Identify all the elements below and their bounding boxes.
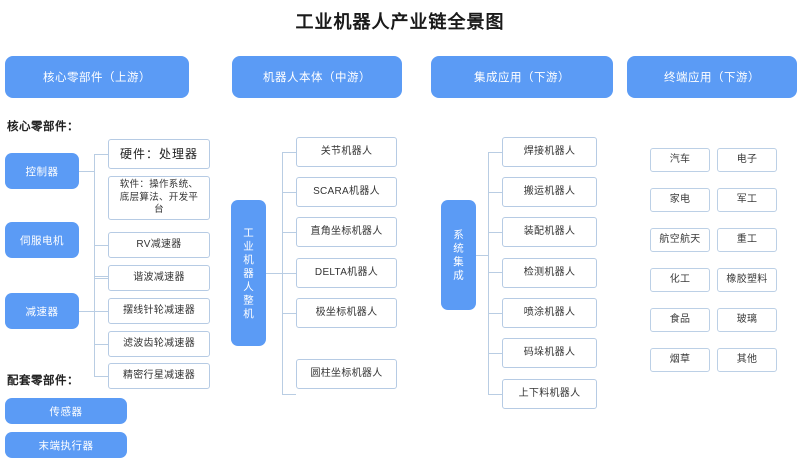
- connector: [94, 311, 108, 312]
- app-electronics[interactable]: 电子: [717, 148, 777, 172]
- connector: [488, 313, 502, 314]
- connector: [94, 154, 108, 155]
- app-other[interactable]: 其他: [717, 348, 777, 372]
- leaf-cylindrical-robot[interactable]: 圆柱坐标机器人: [296, 359, 397, 389]
- connector: [282, 394, 296, 395]
- connector: [488, 232, 502, 233]
- node-end-effector[interactable]: 末端执行器: [5, 432, 127, 458]
- caption-core-components: 核心零部件：: [7, 121, 79, 133]
- connector: [282, 313, 296, 314]
- app-home-appliance[interactable]: 家电: [650, 188, 710, 212]
- leaf-handling-robot[interactable]: 搬运机器人: [502, 177, 597, 207]
- node-industrial-robot-body[interactable]: 工业机器人整机: [231, 200, 266, 346]
- connector: [488, 152, 502, 153]
- connector: [266, 273, 282, 274]
- leaf-painting-robot[interactable]: 喷涂机器人: [502, 298, 597, 328]
- app-automotive[interactable]: 汽车: [650, 148, 710, 172]
- leaf-cartesian-robot[interactable]: 直角坐标机器人: [296, 217, 397, 247]
- app-food[interactable]: 食品: [650, 308, 710, 332]
- connector: [94, 276, 108, 277]
- connector: [282, 273, 296, 274]
- node-servo-motor[interactable]: 伺服电机: [5, 222, 79, 258]
- header-pill-end-application[interactable]: 终端应用（下游）: [627, 56, 797, 98]
- leaf-delta-robot[interactable]: DELTA机器人: [296, 258, 397, 288]
- leaf-reducer-cycloidal[interactable]: 摆线针轮减速器: [108, 298, 210, 324]
- node-system-integration[interactable]: 系统集成: [441, 200, 476, 310]
- app-rubber-plastic[interactable]: 橡胶塑料: [717, 268, 777, 292]
- connector: [79, 311, 94, 312]
- connector: [488, 152, 489, 394]
- leaf-controller-software[interactable]: 软件：操作系统、底层算法、开发平台: [108, 176, 210, 220]
- connector: [94, 376, 108, 377]
- caption-support-components: 配套零部件：: [7, 375, 79, 387]
- node-reducer[interactable]: 减速器: [5, 293, 79, 329]
- leaf-polar-robot[interactable]: 极坐标机器人: [296, 298, 397, 328]
- leaf-reducer-harmonic[interactable]: 谐波减速器: [108, 265, 210, 291]
- node-controller[interactable]: 控制器: [5, 153, 79, 189]
- header-pill-upstream-core[interactable]: 核心零部件（上游）: [5, 56, 189, 98]
- connector: [94, 278, 108, 279]
- leaf-controller-hardware[interactable]: 硬件：处理器: [108, 139, 210, 169]
- header-pill-downstream-system[interactable]: 集成应用（下游）: [431, 56, 613, 98]
- connector: [79, 171, 94, 172]
- connector: [282, 232, 296, 233]
- connector: [94, 154, 95, 276]
- connector: [282, 192, 296, 193]
- app-chemical[interactable]: 化工: [650, 268, 710, 292]
- page-title: 工业机器人产业链全景图: [295, 12, 505, 32]
- leaf-reducer-filtergear[interactable]: 滤波齿轮减速器: [108, 331, 210, 357]
- connector: [476, 255, 488, 256]
- connector: [488, 272, 502, 273]
- connector: [282, 152, 296, 153]
- leaf-inspection-robot[interactable]: 检测机器人: [502, 258, 597, 288]
- leaf-assembly-robot[interactable]: 装配机器人: [502, 217, 597, 247]
- connector: [94, 245, 108, 246]
- app-aerospace[interactable]: 航空航天: [650, 228, 710, 252]
- app-glass[interactable]: 玻璃: [717, 308, 777, 332]
- leaf-loading-robot[interactable]: 上下料机器人: [502, 379, 597, 409]
- leaf-welding-robot[interactable]: 焊接机器人: [502, 137, 597, 167]
- leaf-articulated-robot[interactable]: 关节机器人: [296, 137, 397, 167]
- connector: [94, 344, 108, 345]
- node-sensor[interactable]: 传感器: [5, 398, 127, 424]
- leaf-palletizing-robot[interactable]: 码垛机器人: [502, 338, 597, 368]
- header-pill-midstream[interactable]: 机器人本体（中游）: [232, 56, 402, 98]
- leaf-reducer-planetary[interactable]: 精密行星减速器: [108, 363, 210, 389]
- app-heavy-industry[interactable]: 重工: [717, 228, 777, 252]
- connector: [94, 245, 95, 376]
- connector: [488, 353, 502, 354]
- connector: [488, 394, 502, 395]
- connector: [488, 192, 502, 193]
- leaf-scara-robot[interactable]: SCARA机器人: [296, 177, 397, 207]
- app-tobacco[interactable]: 烟草: [650, 348, 710, 372]
- leaf-reducer-rv[interactable]: RV减速器: [108, 232, 210, 258]
- app-military[interactable]: 军工: [717, 188, 777, 212]
